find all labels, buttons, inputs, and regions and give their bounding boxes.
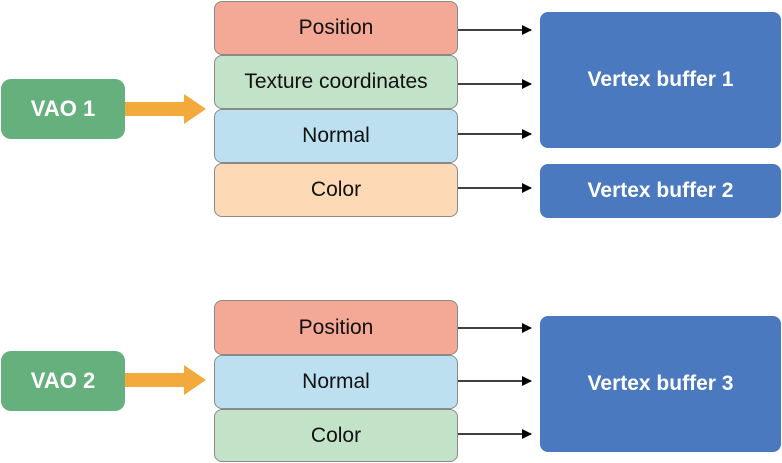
attr-color-1-label: Color	[310, 178, 362, 201]
attr-normal-1: Normal	[214, 109, 458, 163]
attr-normal-1-label: Normal	[302, 124, 370, 147]
attr-position-1: Position	[214, 1, 458, 55]
attr-normal-2-label: Normal	[302, 370, 370, 393]
vertex-buffer-3: Vertex buffer 3	[540, 316, 781, 452]
vertex-buffer-2: Vertex buffer 2	[540, 164, 781, 218]
attr-position-2: Position	[214, 300, 458, 355]
attr-color-2: Color	[214, 409, 458, 462]
vertex-buffer-1: Vertex buffer 1	[540, 12, 781, 148]
vao-2-label: VAO 2	[30, 368, 96, 393]
attr-position-1-label: Position	[298, 16, 374, 39]
vertex-buffer-1-label: Vertex buffer 1	[587, 68, 734, 91]
vao-2-box: VAO 2	[1, 351, 125, 411]
attr-position-2-label: Position	[298, 315, 374, 339]
attr-texture-1-label: Texture coordinates	[244, 70, 428, 93]
vertex-buffer-3-label: Vertex buffer 3	[587, 372, 734, 395]
vao-1-label: VAO 1	[30, 96, 96, 121]
vertex-buffer-2-label: Vertex buffer 2	[587, 179, 734, 202]
vao2-arrow	[124, 365, 206, 395]
attr-color-2-label: Color	[310, 423, 362, 447]
attr-color-1: Color	[214, 163, 458, 217]
attr-normal-2: Normal	[214, 355, 458, 409]
attr-texture-1: Texture coordinates	[214, 55, 458, 109]
vao1-arrow	[124, 94, 206, 124]
vao-1-box: VAO 1	[1, 79, 125, 139]
